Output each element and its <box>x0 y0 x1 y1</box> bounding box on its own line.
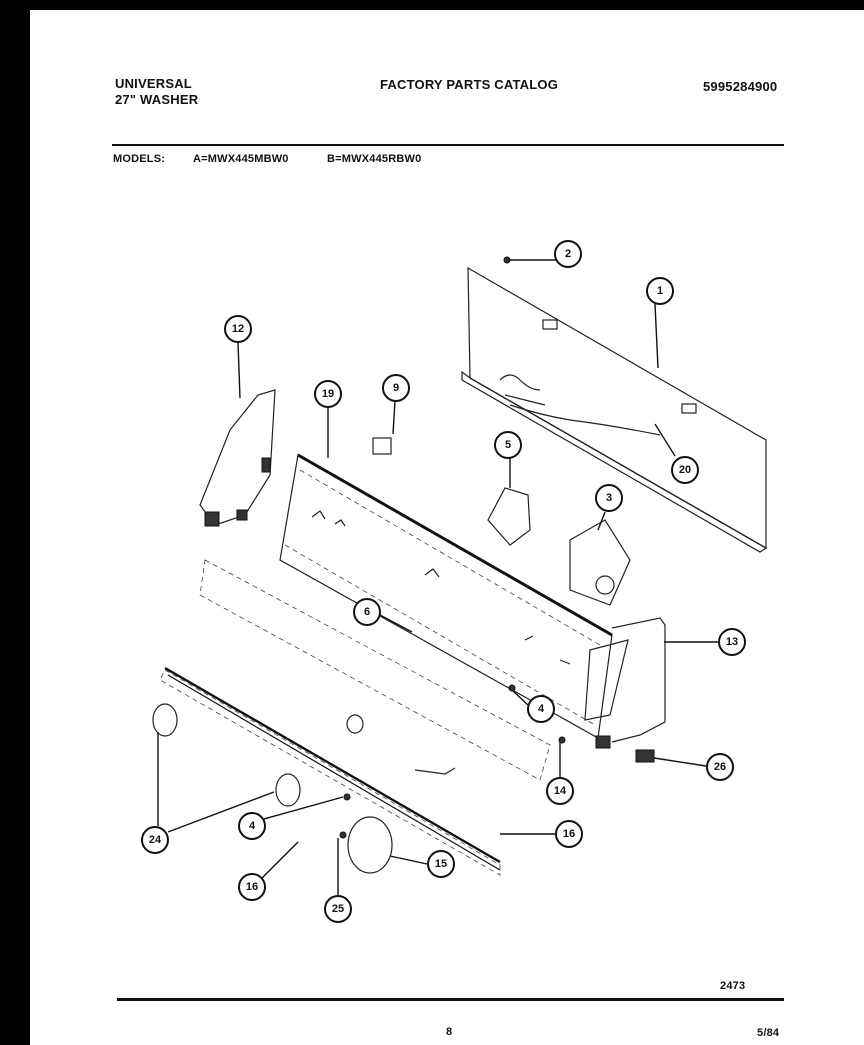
svg-text:20: 20 <box>679 464 691 476</box>
leader-lines <box>157 259 718 896</box>
end-cap <box>584 617 666 749</box>
callout-12: 12 <box>224 315 252 343</box>
callout-2: 2 <box>554 240 582 268</box>
svg-text:4: 4 <box>538 703 545 715</box>
catalog-date: 5/84 <box>757 1027 780 1039</box>
svg-text:2: 2 <box>565 248 571 260</box>
screw-part <box>558 736 566 744</box>
clip-part <box>635 749 655 763</box>
svg-text:16: 16 <box>246 881 258 893</box>
svg-text:15: 15 <box>435 858 447 870</box>
screw-part <box>508 684 516 692</box>
catalog-number: 5995284900 <box>703 79 778 94</box>
footer-rule <box>117 998 784 1001</box>
callout-14: 14 <box>546 777 574 805</box>
page-number: 8 <box>446 1026 453 1038</box>
callout-1: 1 <box>646 277 674 305</box>
callout-26: 26 <box>706 753 734 781</box>
callout-4: 4 <box>238 812 266 840</box>
callout-13: 13 <box>718 628 746 656</box>
svg-text:19: 19 <box>322 388 334 400</box>
screw-part <box>339 831 347 839</box>
header-rule <box>112 144 784 146</box>
svg-text:12: 12 <box>232 323 244 335</box>
svg-text:25: 25 <box>332 903 344 915</box>
model-b: B=MWX445RBW0 <box>327 153 422 165</box>
callout-20: 20 <box>671 456 699 484</box>
svg-text:1: 1 <box>657 285 663 297</box>
timer-assembly <box>372 437 631 606</box>
callout-15: 15 <box>427 850 455 878</box>
callout-16: 16 <box>555 820 583 848</box>
svg-text:5: 5 <box>505 439 511 451</box>
svg-text:13: 13 <box>726 636 738 648</box>
svg-text:3: 3 <box>606 492 612 504</box>
diagram-number: 2473 <box>720 980 746 992</box>
svg-text:14: 14 <box>554 785 567 797</box>
hinge-bracket <box>199 389 276 527</box>
callout-9: 9 <box>382 374 410 402</box>
lower-console-housing <box>152 559 551 876</box>
svg-text:16: 16 <box>563 828 575 840</box>
models-label: MODELS: <box>113 153 166 165</box>
screw-part <box>343 793 351 801</box>
rear-control-panel <box>461 256 768 553</box>
brand-label: UNIVERSAL <box>115 76 192 91</box>
svg-text:6: 6 <box>364 606 370 618</box>
callout-16: 16 <box>238 873 266 901</box>
callout-25: 25 <box>324 895 352 923</box>
console-panel <box>279 453 613 739</box>
callout-24: 24 <box>141 826 169 854</box>
svg-text:4: 4 <box>249 820 256 832</box>
callout-6: 6 <box>353 598 381 626</box>
svg-text:24: 24 <box>149 834 162 846</box>
callout-4: 4 <box>527 695 555 723</box>
catalog-title: FACTORY PARTS CATALOG <box>380 77 559 92</box>
callout-5: 5 <box>494 431 522 459</box>
svg-text:9: 9 <box>393 382 399 394</box>
svg-text:26: 26 <box>714 761 726 773</box>
model-a: A=MWX445MBW0 <box>193 153 289 165</box>
product-label: 27" WASHER <box>115 92 199 107</box>
callout-3: 3 <box>595 484 623 512</box>
callout-19: 19 <box>314 380 342 408</box>
